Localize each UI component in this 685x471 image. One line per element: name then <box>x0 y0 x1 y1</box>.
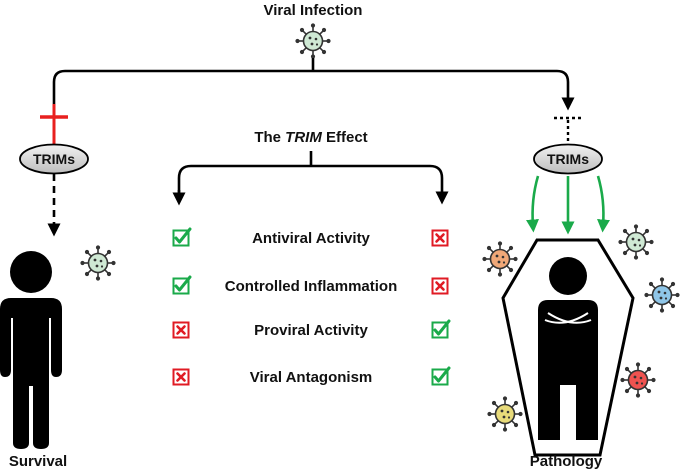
check-icon <box>172 275 192 295</box>
trims-label-right: TRIMs <box>547 151 589 167</box>
trim-effect-title: The TRIM Effect <box>254 129 367 146</box>
green-arrows <box>526 175 610 235</box>
virus-icon <box>486 395 524 433</box>
cross-icon <box>431 277 449 295</box>
cross-icon <box>431 229 449 247</box>
pathology-label: Pathology <box>530 453 603 470</box>
check-icon <box>431 366 451 386</box>
check-icon <box>172 227 192 247</box>
trims-label-left: TRIMs <box>33 151 75 167</box>
viral-infection-title: Viral Infection <box>264 2 363 19</box>
effect-label: Antiviral Activity <box>252 230 370 247</box>
deceased-figure <box>538 257 598 440</box>
effect-label: Viral Antagonism <box>250 369 373 386</box>
effect-label: Controlled Inflammation <box>225 278 398 295</box>
dotted-branch-right <box>554 116 582 146</box>
main-branch <box>52 58 575 111</box>
virus-icon <box>481 240 519 278</box>
check-icon <box>431 319 451 339</box>
inhibition-bar <box>40 104 68 145</box>
virus-icon <box>617 223 655 261</box>
virus-icon <box>643 276 681 314</box>
trims-ellipse-left <box>19 143 89 175</box>
effect-branch <box>177 151 449 205</box>
effect-label: Proviral Activity <box>254 322 368 339</box>
survival-label: Survival <box>9 453 67 470</box>
virus-icon <box>294 22 332 60</box>
cross-icon <box>172 321 190 339</box>
trims-ellipse-right <box>533 143 603 175</box>
crossed-arms <box>544 312 592 324</box>
cross-icon <box>172 368 190 386</box>
virus-icon <box>619 361 657 399</box>
survivor-figure <box>0 251 62 449</box>
virus-icon <box>79 244 117 282</box>
